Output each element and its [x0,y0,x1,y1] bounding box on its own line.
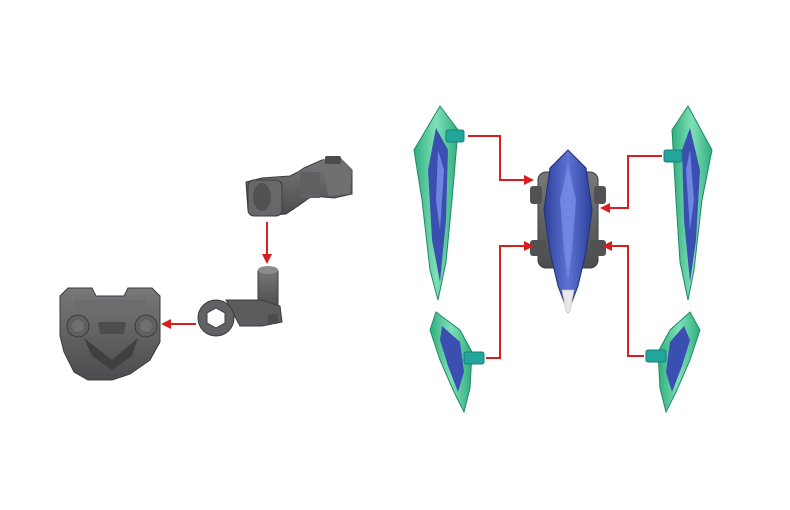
fin-lower-right [645,311,701,414]
fin-upper-right [663,105,713,301]
center-blue-fin [530,149,606,314]
arrow-lower-left-fin [486,241,534,359]
arrow-upper-right-fin [600,155,662,213]
shoulder-hinge-piece [245,156,353,217]
ball-joint-arm [197,266,283,337]
arrow-lower-right-fin [602,241,644,357]
fin-upper-left [413,105,465,301]
fin-lower-left [429,311,485,414]
waist-armor-piece [59,287,161,381]
arrow-upper-left-fin [468,135,534,185]
fin-connector-arrows [468,135,662,359]
